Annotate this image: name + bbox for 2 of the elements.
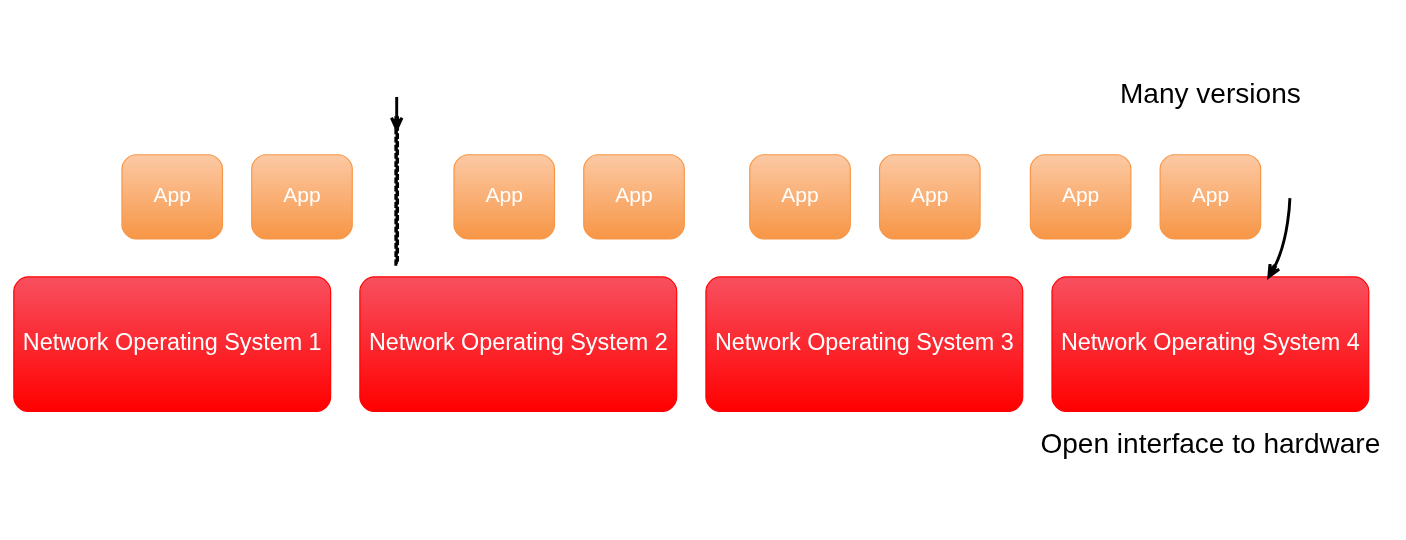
label: Open interface to hardware bbox=[1040, 427, 1381, 459]
label: Many versions bbox=[1119, 77, 1301, 109]
